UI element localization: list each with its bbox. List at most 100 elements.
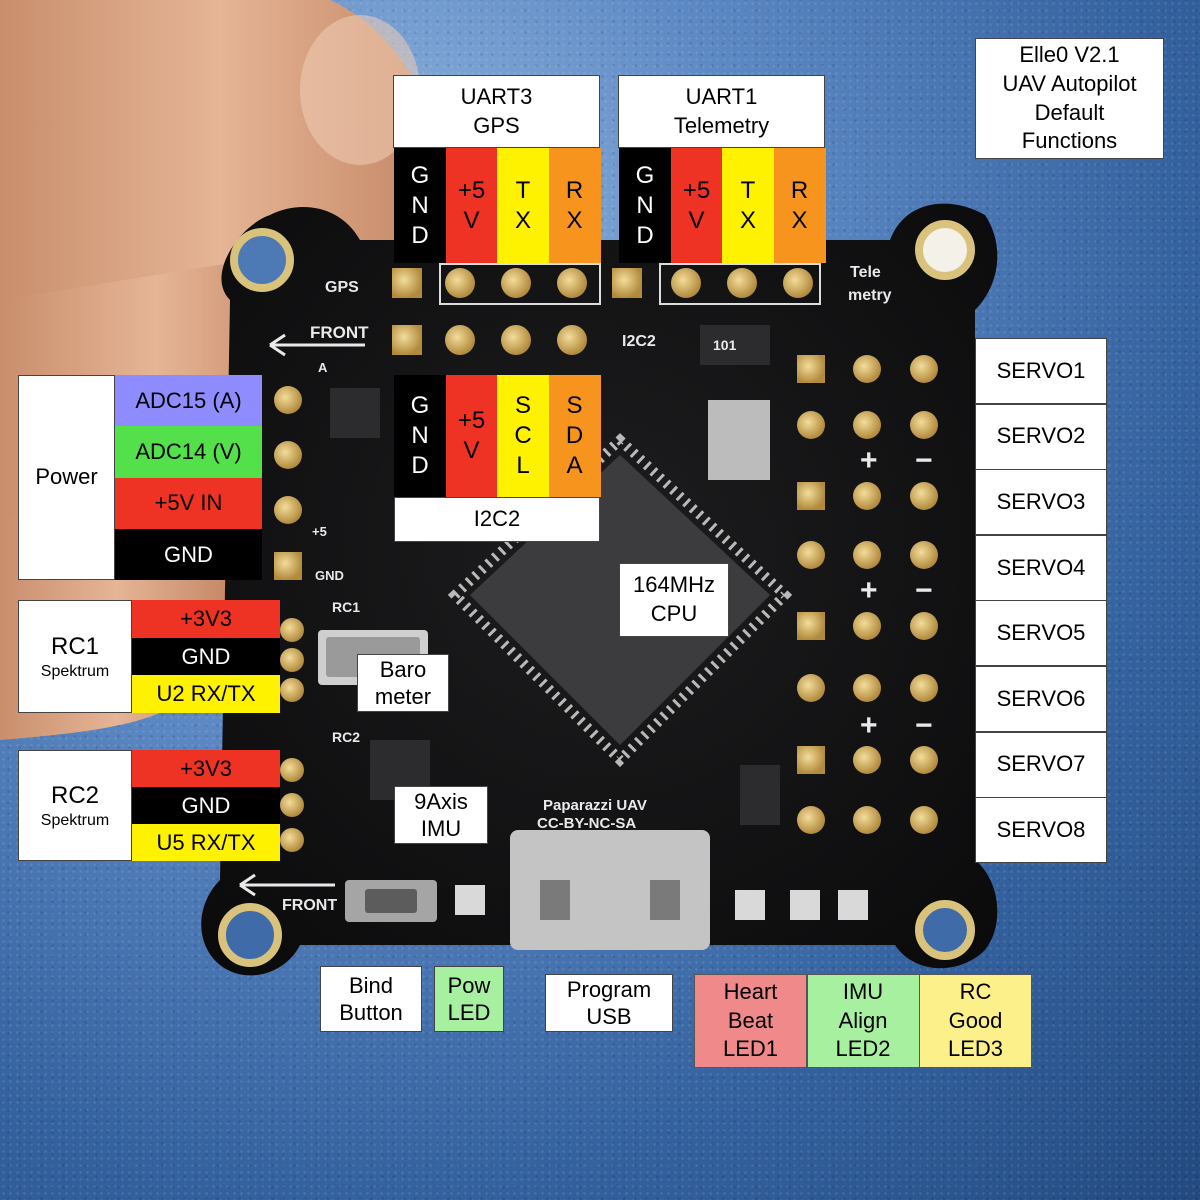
rc2-label-text: RC2 (50, 781, 99, 809)
i2c2-pin-3-char-0: S (566, 392, 583, 419)
uart3-pin-2-char-1: X (514, 206, 531, 234)
i2c2-pin-0-char-2: D (411, 452, 429, 479)
led-2-line2: Align (838, 1007, 888, 1033)
usb-line-1: Program (566, 976, 652, 1002)
uart1-line-1: UART1 (685, 83, 758, 109)
cpu-line-1: 164MHz (633, 572, 715, 598)
pow-led-label: Pow LED (434, 966, 504, 1032)
gps-header-pads (392, 263, 821, 355)
silk-plus-1: + (860, 444, 878, 477)
servo-label-2: SERVO2 (975, 403, 1107, 470)
uart1-pin-3-char-0: R (790, 176, 809, 204)
silk-part-101: 101 (713, 337, 737, 353)
servo-label-1: SERVO1 (975, 338, 1107, 404)
cpu-line-2: CPU (650, 601, 698, 626)
bind-button-label: Bind Button (320, 966, 422, 1032)
rc1-row-2: U2 RX/TX (132, 675, 280, 714)
power-row-2: +5V IN (115, 477, 262, 529)
imu-line-1: 9Axis (414, 788, 468, 814)
rc2-row-1: GND (132, 787, 280, 824)
i2c2-pin-0-char-0: G (410, 392, 430, 419)
uart1-pin-1-char-0: +5 (682, 176, 711, 204)
usb-label: Program USB (545, 974, 673, 1032)
baro-line-1: Baro (379, 656, 427, 682)
silk-telemetry-1: Tele (850, 264, 881, 281)
cpu-label: 164MHz CPU (619, 563, 729, 637)
i2c2-pin-2-char-2: L (516, 452, 530, 479)
rc1-label: RC1 Spektrum (18, 600, 132, 713)
silk-minus-1: − (915, 444, 933, 477)
silk-a: A (318, 360, 328, 375)
servo-label-3: SERVO3 (975, 469, 1107, 536)
i2c2-pin-1-char-1: V (463, 437, 480, 464)
led-3-line1: RC (959, 979, 992, 1005)
uart1-pin-2-char-1: X (739, 206, 756, 234)
usb-line-2: USB (586, 1004, 632, 1029)
title-line-3: Default (1034, 99, 1105, 125)
servo-label-4: SERVO4 (975, 534, 1107, 601)
silk-rc1: RC1 (332, 599, 360, 615)
uart1-pin-3-char-1: X (791, 206, 808, 234)
left-header-pads (274, 386, 304, 852)
led-2-line1: IMU (842, 979, 884, 1005)
servo-label-6: SERVO6 (975, 666, 1107, 732)
uart3-line-1: UART3 (460, 83, 533, 109)
pow-led-line-1: Pow (447, 972, 491, 998)
uart3-pin-1-char-1: V (463, 206, 480, 234)
uart3-pin-3-char-0: R (565, 176, 584, 204)
pow-led-line-2: LED (447, 1000, 491, 1025)
uart1-pin-0-char-1: N (636, 191, 654, 219)
silk-rc2: RC2 (332, 729, 360, 745)
baro-label: Baro meter (357, 654, 449, 712)
uart3-pin-0-char-0: G (410, 161, 430, 189)
uart3-label: UART3 GPS (393, 75, 600, 148)
i2c2-label: I2C2 (394, 497, 600, 542)
i2c2-pin-3-char-1: D (565, 422, 584, 449)
rc2-sublabel: Spektrum (40, 811, 110, 829)
led-1-line1: Heart (723, 979, 778, 1005)
i2c2-pin-2-char-0: S (514, 392, 531, 419)
power-row-3: GND (115, 528, 262, 581)
uart3-pin-0-char-2: D (411, 221, 429, 249)
i2c2-pin-3-char-2: A (566, 452, 583, 479)
silk-license: CC-BY-NC-SA (537, 815, 636, 832)
imu-label: 9Axis IMU (394, 786, 488, 844)
imu-line-2: IMU (420, 816, 462, 841)
i2c2-pin-2-char-1: C (514, 422, 532, 449)
uart1-pin-2-char-0: T (740, 176, 756, 204)
uart3-pin-1-char-0: +5 (457, 176, 486, 204)
uart1-pin-1-char-1: V (688, 206, 705, 234)
uart1-pin-0-char-2: D (636, 221, 654, 249)
power-label: Power (18, 375, 115, 580)
i2c2-pin-1-char-0: +5 (457, 407, 486, 434)
silk-plus-3: + (860, 709, 878, 742)
servo-label-5: SERVO5 (975, 600, 1107, 667)
uart1-pin-0-char-0: G (635, 161, 655, 189)
silk-minus-2: − (915, 574, 933, 607)
rc2-row-0: +3V3 (132, 750, 280, 787)
silk-telemetry-2: metry (848, 287, 892, 304)
rc2-label: RC2 Spektrum (18, 750, 132, 861)
led-1-line3: LED1 (722, 1036, 779, 1062)
led-3-line2: Good (948, 1007, 1003, 1033)
bind-line-2: Button (339, 1000, 403, 1025)
bind-line-1: Bind (348, 972, 394, 998)
rc2-row-2: U5 RX/TX (132, 824, 280, 861)
i2c2-pin-0-char-1: N (411, 422, 429, 449)
uart1-line-2: Telemetry (673, 112, 770, 138)
silk-front-bottom: FRONT (282, 897, 337, 914)
components (318, 325, 868, 950)
silk-brand: Paparazzi UAV (543, 797, 647, 814)
silk-plus5: +5 (312, 524, 327, 539)
silkscreen: GPS Tele metry FRONT I2C2 101 RC1 RC2 GN… (239, 264, 933, 914)
